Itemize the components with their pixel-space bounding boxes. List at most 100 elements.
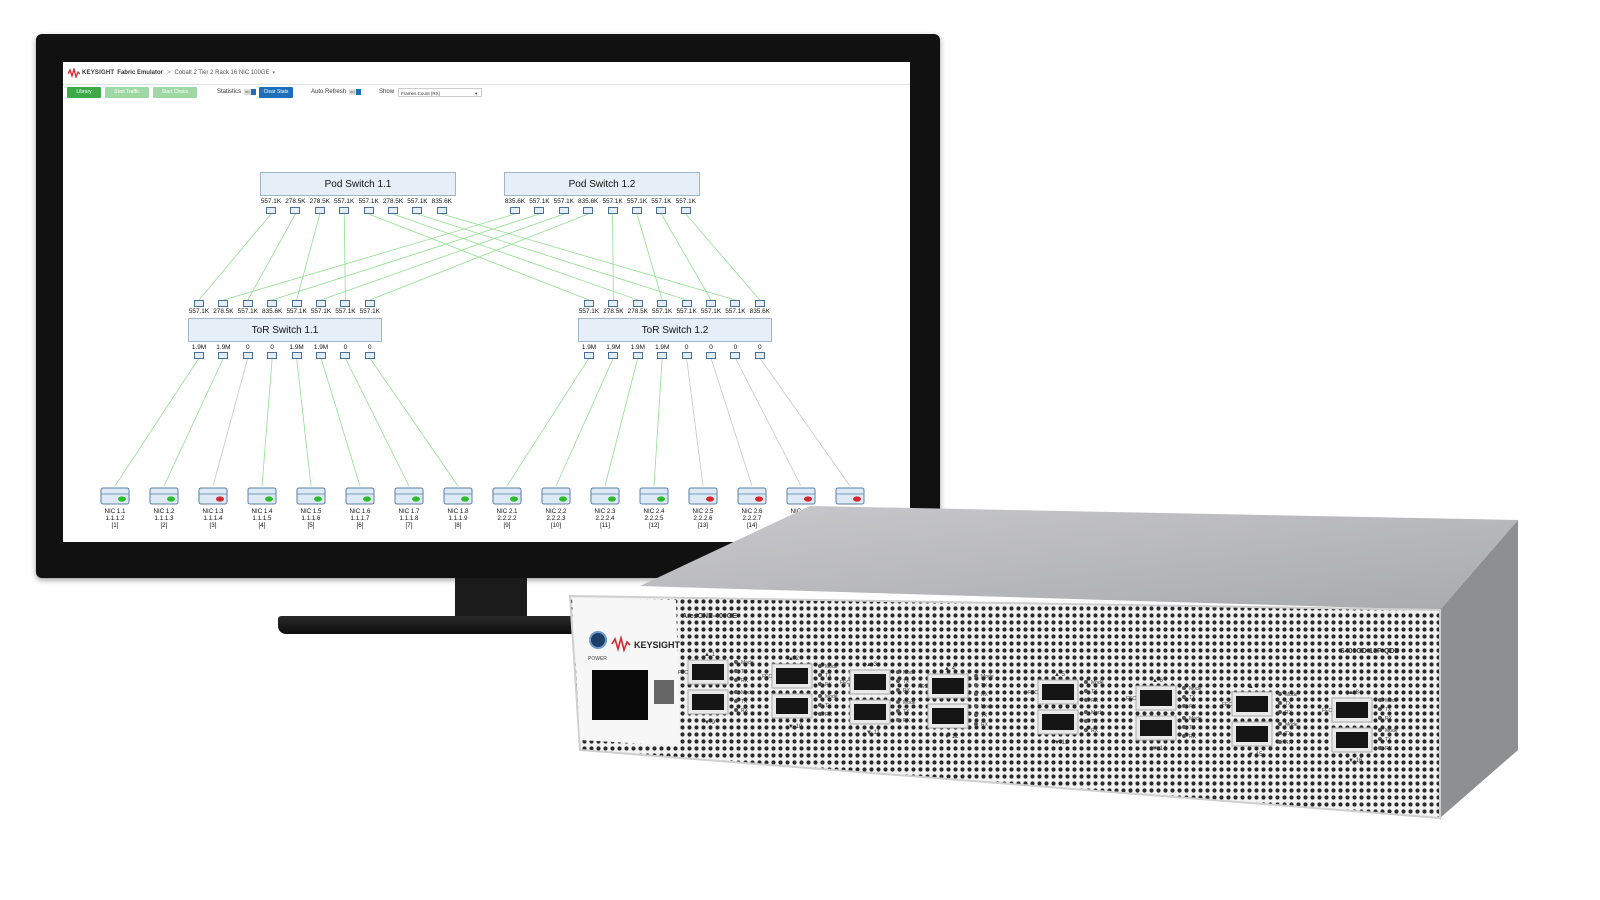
nic-icon[interactable] xyxy=(786,486,816,506)
switch-port[interactable] xyxy=(266,207,276,214)
port-counter: 278.5K xyxy=(382,198,404,205)
status-led-icon xyxy=(896,670,900,674)
port-counter: 557.1K xyxy=(529,198,550,205)
switch-port[interactable] xyxy=(706,352,716,359)
show-select[interactable]: Frames Count (RX)▼ xyxy=(398,87,483,97)
switch-port[interactable] xyxy=(242,300,253,307)
nic-icon[interactable] xyxy=(296,486,326,506)
switch-port[interactable] xyxy=(412,207,423,214)
switch-port[interactable] xyxy=(657,352,668,359)
status-led-icon xyxy=(1278,692,1282,696)
switch-port[interactable] xyxy=(340,300,351,307)
switch-port[interactable] xyxy=(242,352,253,359)
tor-switch[interactable]: ToR Switch 1.2 xyxy=(578,318,772,342)
pod-switch[interactable]: Pod Switch 1.1 xyxy=(260,172,456,196)
switch-port[interactable] xyxy=(584,300,594,307)
switch-port[interactable] xyxy=(290,207,301,214)
switch-port[interactable] xyxy=(681,352,692,359)
status-led-icon xyxy=(1182,734,1186,738)
switch-port[interactable] xyxy=(291,300,302,307)
switch-port[interactable] xyxy=(681,300,692,307)
switch-port[interactable] xyxy=(656,207,667,214)
switch-port[interactable] xyxy=(218,352,229,359)
switch-port[interactable] xyxy=(194,300,204,307)
port-counter: 557.1K xyxy=(700,308,722,315)
switch-port[interactable] xyxy=(218,300,229,307)
status-led-icon xyxy=(896,709,900,713)
nic-icon[interactable] xyxy=(394,486,424,506)
switch-port[interactable] xyxy=(558,207,569,214)
switch-port[interactable] xyxy=(730,300,741,307)
nic-icon[interactable] xyxy=(198,486,228,506)
nic-ip-label: 1.1.1.3 xyxy=(154,515,174,522)
switch-port[interactable] xyxy=(730,352,741,359)
clear-stats-button[interactable]: Clear Stats xyxy=(259,86,294,98)
switch-port[interactable] xyxy=(364,352,375,359)
switch-port[interactable] xyxy=(632,352,643,359)
switch-port[interactable] xyxy=(583,207,594,214)
switch-port[interactable] xyxy=(291,352,302,359)
switch-port[interactable] xyxy=(680,207,691,214)
status-led-icon xyxy=(896,700,900,704)
switch-port[interactable] xyxy=(632,207,642,214)
nic-icon[interactable] xyxy=(541,486,571,506)
pod-switch[interactable]: Pod Switch 1.2 xyxy=(504,172,700,196)
status-led-icon xyxy=(734,669,738,673)
nic-icon[interactable] xyxy=(247,486,277,506)
start-traffic-button[interactable]: Start Traffic xyxy=(105,86,149,98)
switch-port[interactable] xyxy=(607,207,618,214)
switch-port[interactable] xyxy=(267,352,278,359)
tor-switch[interactable]: ToR Switch 1.1 xyxy=(188,318,382,342)
switch-port[interactable] xyxy=(267,300,278,307)
switch-port[interactable] xyxy=(363,207,374,214)
switch-port[interactable] xyxy=(510,207,520,214)
switch-port[interactable] xyxy=(194,352,204,359)
switch-port[interactable] xyxy=(754,352,765,359)
nic-icon[interactable] xyxy=(443,486,473,506)
switch-port[interactable] xyxy=(706,300,716,307)
fec-label: FEC xyxy=(678,670,688,676)
switch-port[interactable] xyxy=(534,207,545,214)
switch-port[interactable] xyxy=(436,207,447,214)
port-counter: 0 xyxy=(343,344,348,351)
nic-idx-label: [11] xyxy=(600,522,610,529)
switch-port[interactable] xyxy=(316,300,326,307)
switch-port[interactable] xyxy=(364,300,375,307)
nic-icon[interactable] xyxy=(100,486,130,506)
nic-icon[interactable] xyxy=(639,486,669,506)
nic-icon[interactable] xyxy=(737,486,767,506)
fec-label: FEC xyxy=(1222,702,1232,708)
statistics-toggle[interactable]: ON xyxy=(244,89,257,95)
switch-port[interactable] xyxy=(608,352,619,359)
nic-icon[interactable] xyxy=(149,486,179,506)
switch-port[interactable] xyxy=(584,352,594,359)
breadcrumb-project[interactable]: Cobalt 2 Tier 2 Rack 16 NIC 100GE xyxy=(174,70,270,76)
nic-ip-label: 2.2.2.7 xyxy=(742,515,762,522)
switch-port[interactable] xyxy=(339,207,350,214)
chassis-front xyxy=(570,596,1440,818)
auto-refresh-toggle[interactable]: ON xyxy=(349,89,362,95)
switch-port[interactable] xyxy=(388,207,398,214)
port-number-label: ▼ 15 xyxy=(1248,752,1263,758)
nic-icon[interactable] xyxy=(590,486,620,506)
status-led-icon xyxy=(1182,704,1186,708)
nic-icon[interactable] xyxy=(835,486,865,506)
nic-icon[interactable] xyxy=(492,486,522,506)
led-label: Mode xyxy=(981,704,994,710)
nic-icon[interactable] xyxy=(345,486,375,506)
switch-port[interactable] xyxy=(314,207,325,214)
switch-port[interactable] xyxy=(340,352,351,359)
switch-port[interactable] xyxy=(754,300,765,307)
switch-port[interactable] xyxy=(608,300,619,307)
port-counter: 278.5K xyxy=(627,308,648,315)
port-number-label: ▲ 7 xyxy=(1248,684,1260,690)
switch-port[interactable] xyxy=(657,300,668,307)
led-label: RX xyxy=(903,688,911,694)
switch-port[interactable] xyxy=(316,352,326,359)
library-button[interactable]: Library xyxy=(67,86,101,98)
nic-icon[interactable] xyxy=(688,486,718,506)
switch-port[interactable] xyxy=(632,300,643,307)
start-chaos-button[interactable]: Start Chaos xyxy=(153,86,197,98)
chevron-down-icon[interactable]: ▾ xyxy=(272,70,276,76)
